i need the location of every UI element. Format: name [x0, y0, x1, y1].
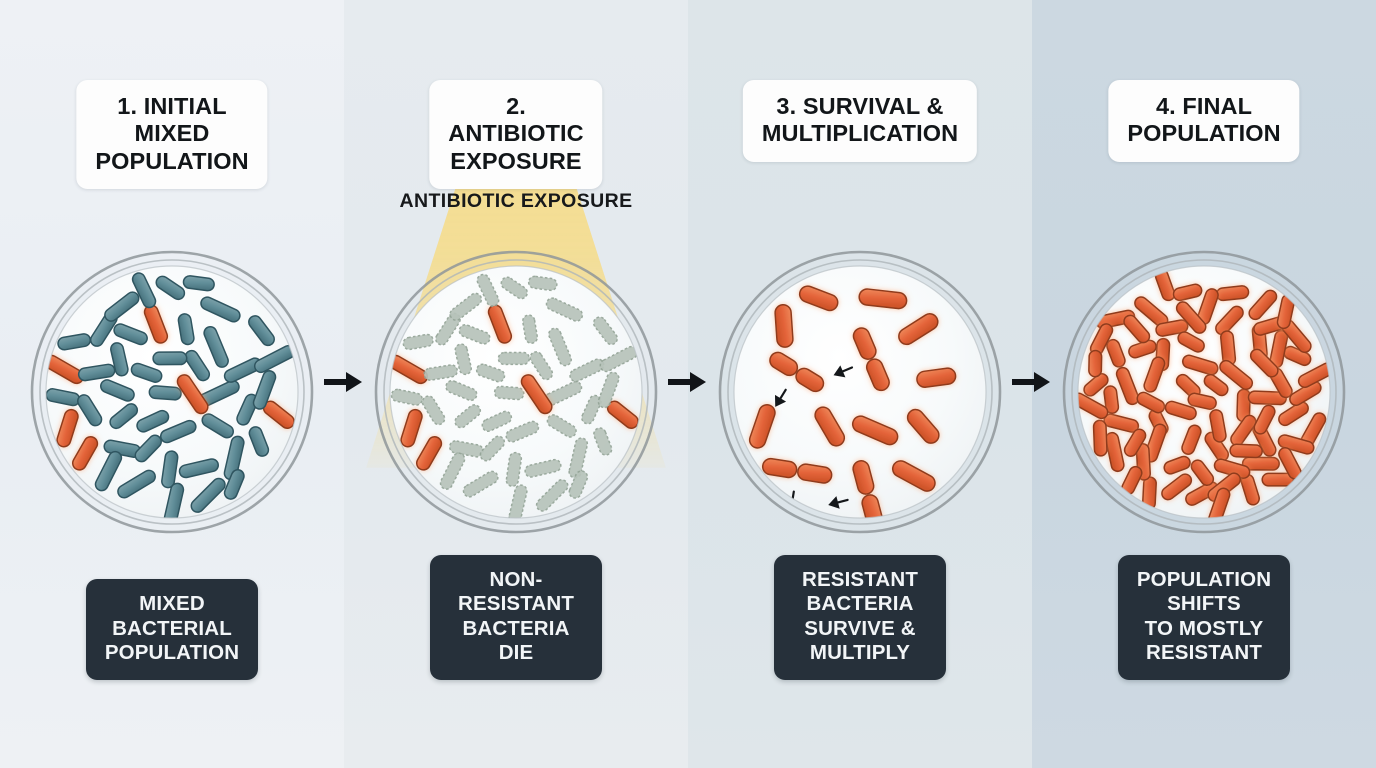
petri-dish-graphic [22, 242, 322, 542]
flow-arrow-3-to-4 [1010, 367, 1054, 397]
antibiotic-exposure-label: ANTIBIOTIC EXPOSURE [399, 190, 633, 212]
panel-initial-mixed-population: 1. INITIAL MIXED POPULATION [0, 0, 344, 768]
panel-caption-1: MIXED BACTERIAL POPULATION [86, 579, 258, 680]
petri-dish-2 [366, 242, 666, 542]
panel-title-2: 2. ANTIBIOTIC EXPOSURE [429, 80, 603, 190]
petri-dish-graphic [710, 242, 1010, 542]
panel-antibiotic-exposure: 2. ANTIBIOTIC EXPOSURE ANTIBIOTIC EXPOSU… [344, 0, 688, 768]
petri-dish-graphic [366, 242, 666, 542]
panel-title-1: 1. INITIAL MIXED POPULATION [76, 80, 268, 190]
panel-caption-2: NON-RESISTANT BACTERIA DIE [430, 554, 602, 680]
panel-caption-4: POPULATION SHIFTS TO MOSTLY RESISTANT [1118, 554, 1290, 680]
panel-caption-3: RESISTANT BACTERIA SURVIVE & MULTIPLY [774, 554, 946, 680]
panel-title-4: 4. FINAL POPULATION [1108, 80, 1300, 162]
panel-final-population: 4. FINAL POPULATION [1032, 0, 1376, 768]
panel-title-3: 3. SURVIVAL & MULTIPLICATION [742, 80, 978, 162]
petri-dish-3 [710, 242, 1010, 542]
petri-dish-4 [1054, 242, 1354, 542]
petri-dish-graphic [1054, 242, 1354, 542]
panel-survival-multiplication: 3. SURVIVAL & MULTIPLICATION [688, 0, 1032, 768]
flow-arrow-2-to-3 [666, 367, 710, 397]
petri-dish-1 [22, 242, 322, 542]
flow-arrow-1-to-2 [322, 367, 366, 397]
